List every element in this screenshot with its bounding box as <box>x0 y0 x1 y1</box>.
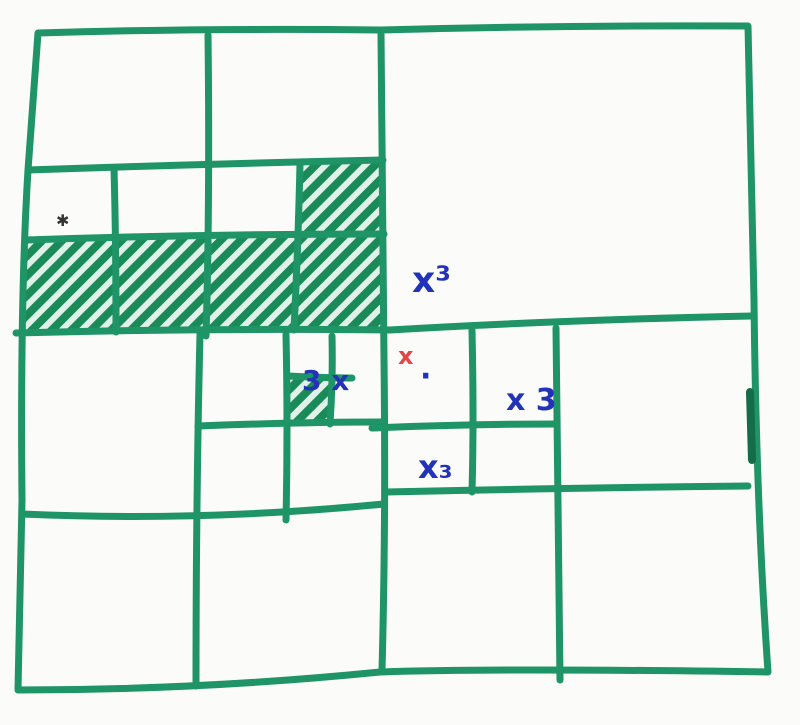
vertical-divider-main <box>377 30 389 674</box>
bottom-left-inner-vertical <box>282 330 291 524</box>
top-left-vertical <box>202 31 213 340</box>
label-right: x 3 <box>506 383 557 418</box>
shaded-cell-small <box>287 376 331 424</box>
top-left-vertical-inner-a <box>110 164 120 336</box>
label-middle: 3 x <box>302 364 349 397</box>
border-mark <box>746 388 756 464</box>
top-left-horizontal-upper <box>24 156 387 174</box>
smudge-mark: ✱ <box>56 211 69 230</box>
blue-dot-marker: · <box>420 359 431 394</box>
bottom-left-horizontal <box>18 500 388 520</box>
top-left-vertical-inner-b <box>290 160 304 334</box>
horizontal-divider-main <box>12 312 756 337</box>
label-bottom: x₃ <box>418 448 453 486</box>
bottom-right-inner-vertical <box>468 326 477 496</box>
label-top-right: x³ <box>412 260 451 301</box>
bottom-left-inner-horizontal <box>194 418 388 430</box>
bottom-right-vertical <box>552 324 564 684</box>
bottom-left-inner-horizontal-small <box>284 372 356 382</box>
bottom-left-inner-vertical-small <box>326 332 336 428</box>
top-left-horizontal-lower <box>22 230 388 244</box>
red-cross-marker: x <box>398 342 414 370</box>
shaded-cell-top-right <box>298 158 386 240</box>
bottom-right-inner-horizontal <box>368 420 560 432</box>
bottom-right-horizontal <box>382 482 752 496</box>
bottom-left-vertical <box>192 330 204 690</box>
grid-lines <box>12 22 772 694</box>
outer-border <box>14 22 772 694</box>
